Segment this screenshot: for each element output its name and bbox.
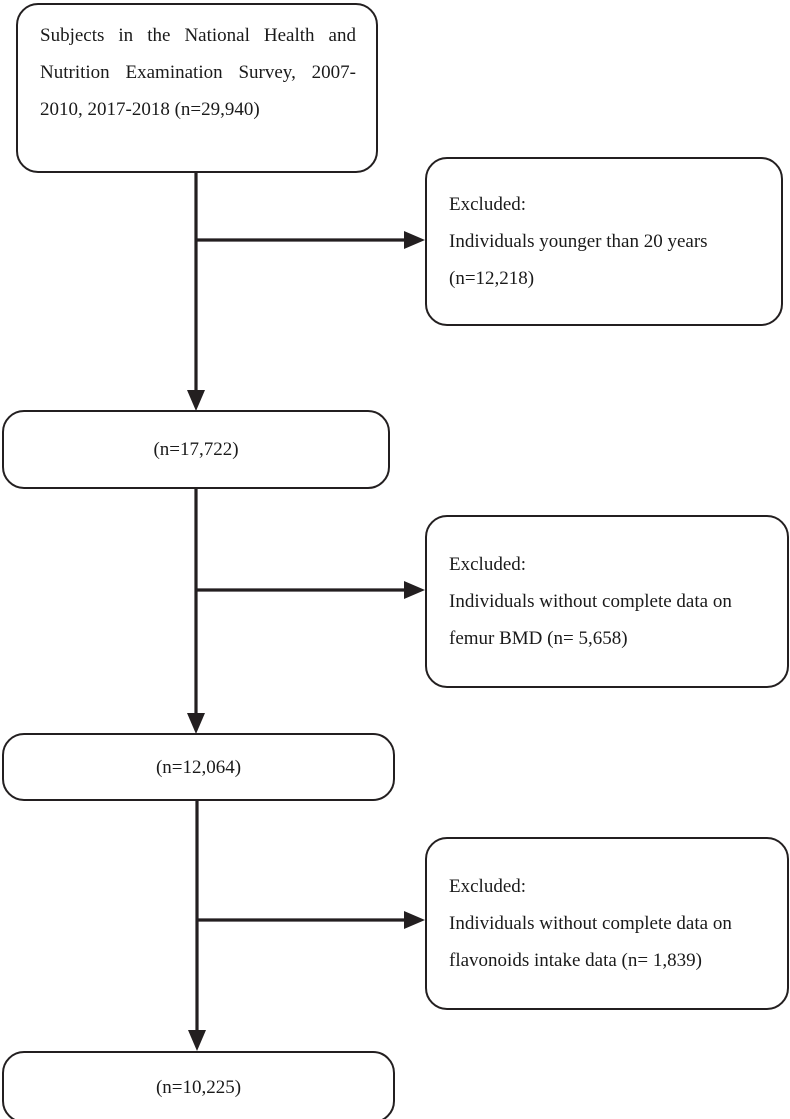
node-excluded-age-label: Excluded: Individuals younger than 20 ye… xyxy=(449,194,708,289)
node-after-age-exclusion: (n=17,722) xyxy=(2,410,390,489)
arrowhead-into-excluded-flavonoids xyxy=(404,911,425,929)
node-source-population: Subjects in the National Health and Nutr… xyxy=(16,3,378,173)
arrowhead-into-after-age xyxy=(187,390,205,411)
node-excluded-flavonoids-label: Excluded: Individuals without complete d… xyxy=(449,876,732,971)
node-excluded-bmd: Excluded: Individuals without complete d… xyxy=(425,515,789,688)
arrowhead-into-after-bmd xyxy=(187,713,205,734)
node-after-age-exclusion-label: (n=17,722) xyxy=(153,439,239,460)
node-final-analytic-sample-label: (n=10,225) xyxy=(155,1076,242,1098)
node-final-analytic-sample: (n=10,225) xyxy=(2,1051,395,1119)
arrowhead-into-excluded-age xyxy=(404,231,425,249)
arrowhead-into-excluded-bmd xyxy=(404,581,425,599)
node-after-bmd-exclusion-label: (n=12,064) xyxy=(155,756,242,778)
node-excluded-flavonoids: Excluded: Individuals without complete d… xyxy=(425,837,789,1010)
node-excluded-age: Excluded: Individuals younger than 20 ye… xyxy=(425,157,783,326)
node-excluded-bmd-label: Excluded: Individuals without complete d… xyxy=(449,554,732,649)
node-source-label: Subjects in the National Health and Nutr… xyxy=(40,25,356,120)
arrowhead-into-final xyxy=(188,1030,206,1051)
node-after-bmd-exclusion: (n=12,064) xyxy=(2,733,395,801)
